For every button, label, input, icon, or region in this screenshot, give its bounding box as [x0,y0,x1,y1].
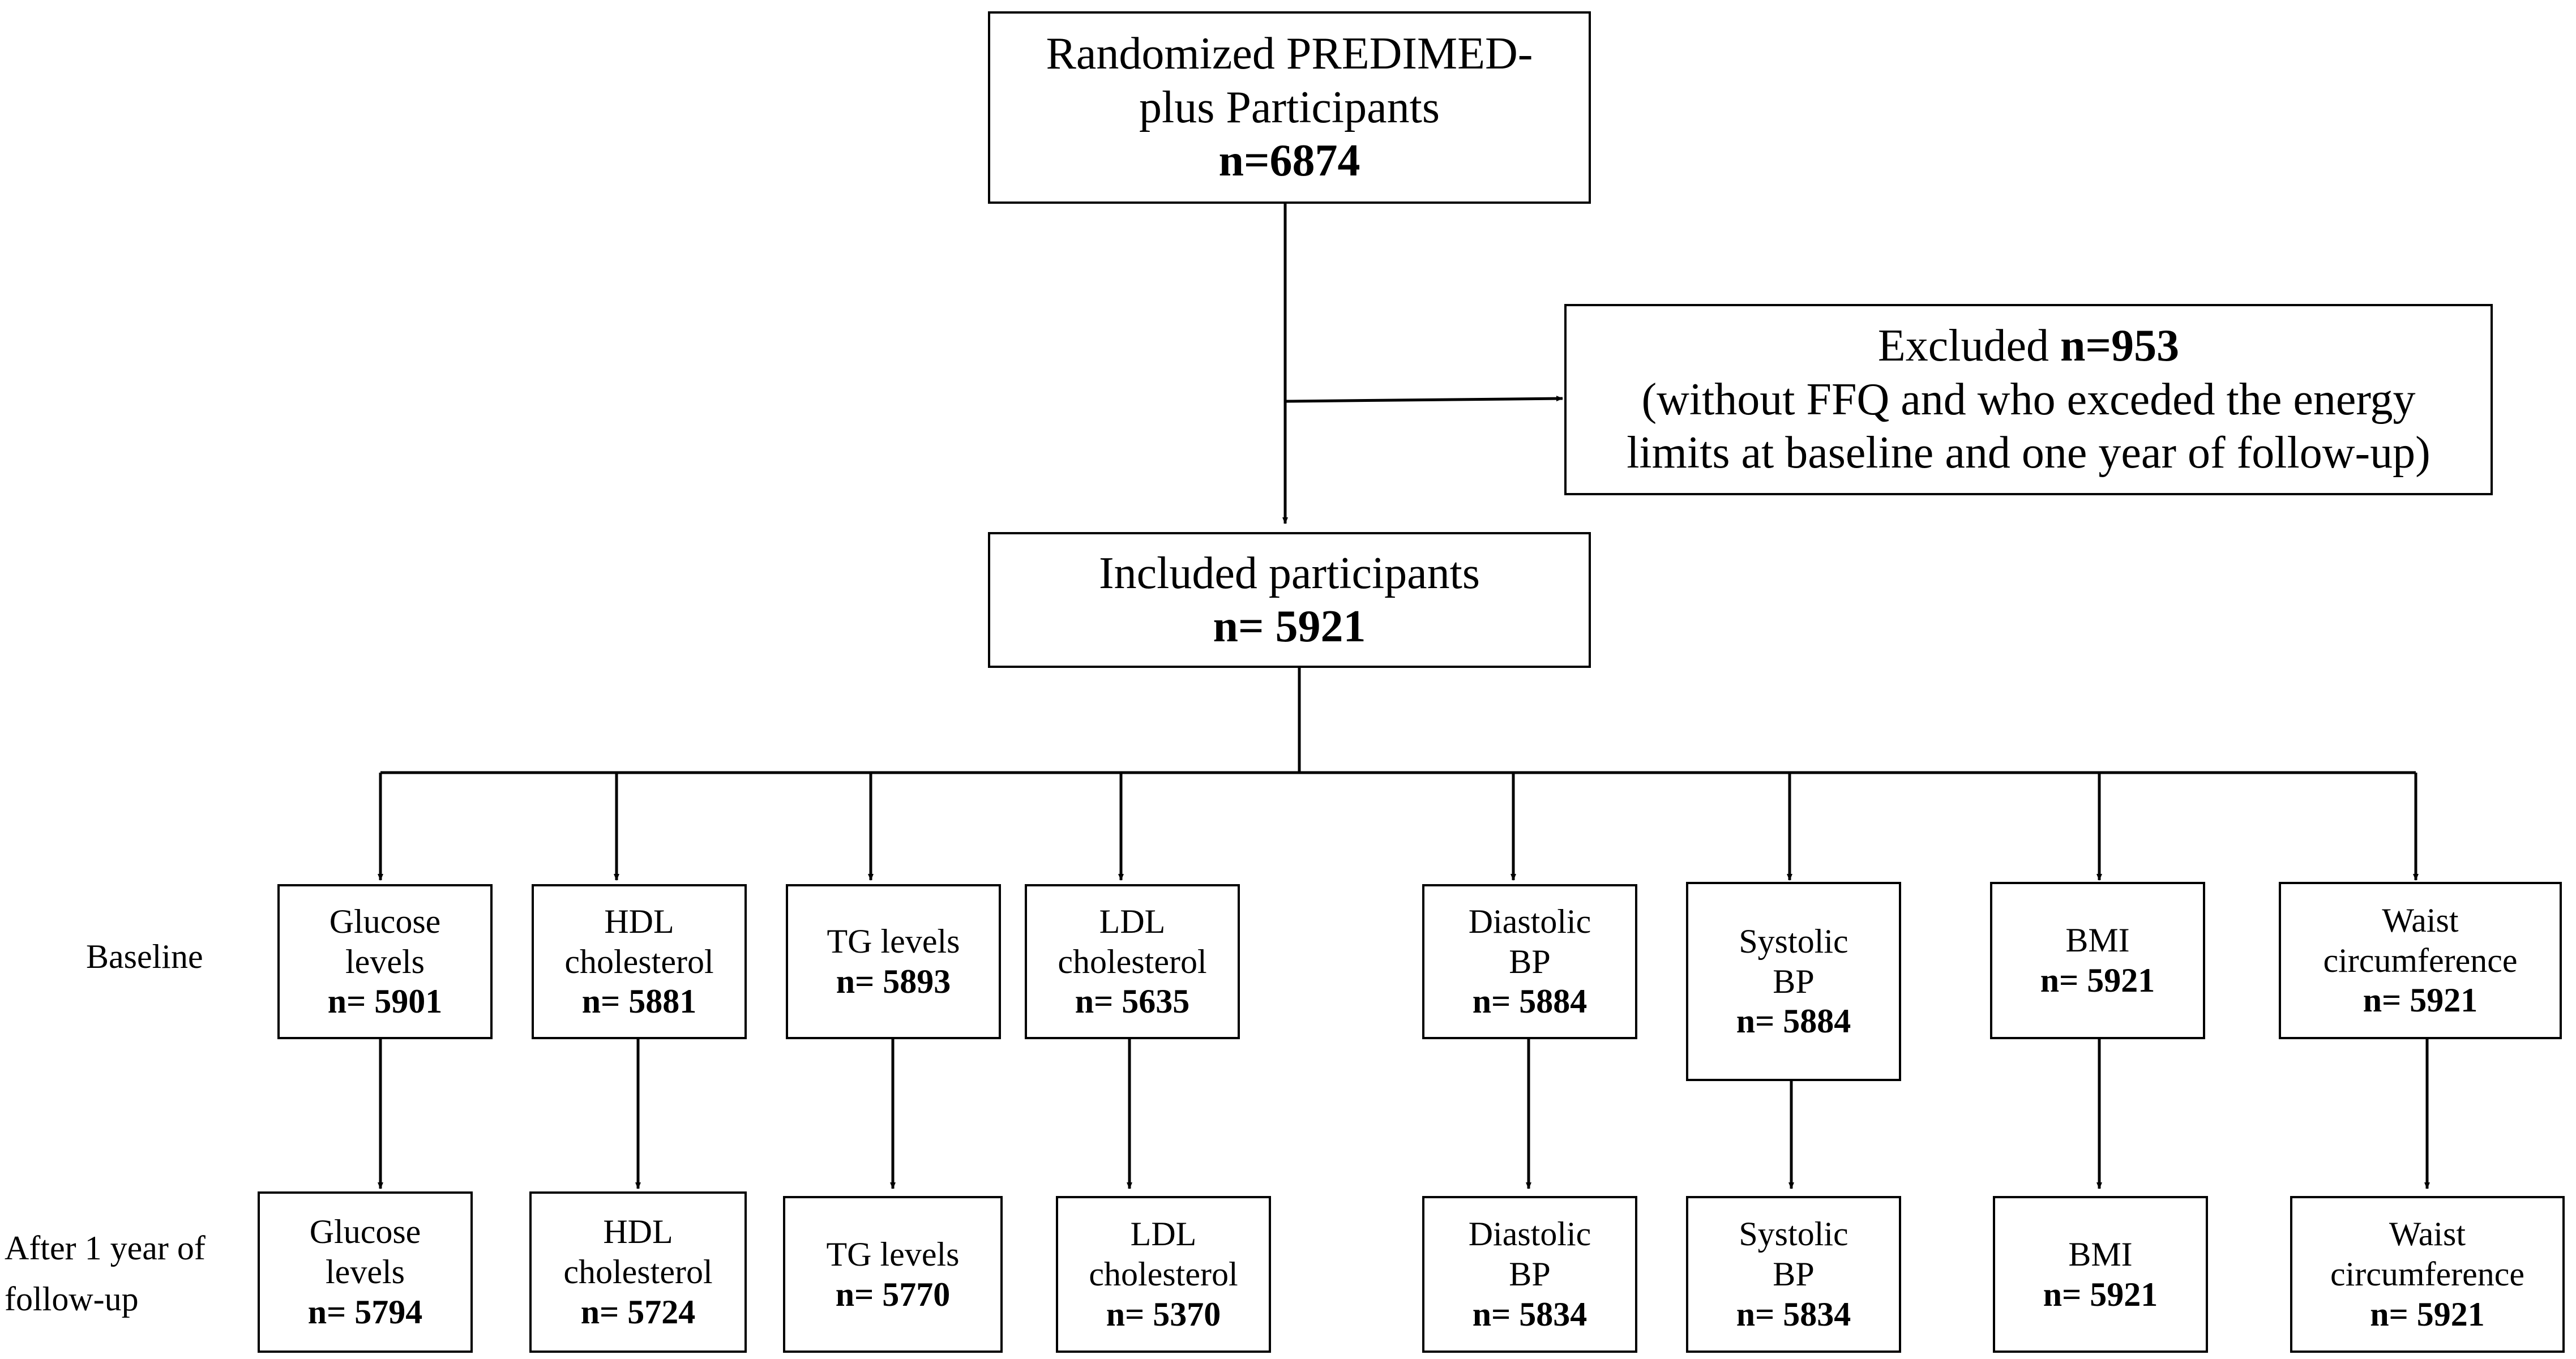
followup-count-4: n= 5370 [1106,1295,1221,1333]
followup-label-5b: BP [1509,1255,1551,1293]
arrow-to-excluded [1285,396,1563,403]
baseline-count-6: n= 5884 [1736,1002,1851,1040]
baseline-label-5b: BP [1509,942,1551,980]
followup-count-3: n= 5770 [835,1275,951,1313]
followup-label-7b: BMI [2068,1235,2133,1273]
excluded-count: n=953 [2060,321,2180,371]
excluded-label: Excluded [1877,321,2049,371]
top-line2: plus Participants [1139,82,1440,132]
baseline-box-waist: Waist circumference n= 5921 [2279,882,2562,1039]
baseline-box-diastolic: Diastolic BP n= 5884 [1422,884,1637,1039]
baseline-label-8b: circumference [2323,941,2518,979]
baseline-label-4b: cholesterol [1058,942,1207,980]
excluded-box: Excluded n=953 (without FFQ and who exce… [1564,304,2493,495]
baseline-box-bmi: BMI n= 5921 [1990,882,2205,1039]
top-count: n=6874 [1218,136,1360,186]
randomized-participants-box: Randomized PREDIMED- plus Participants n… [988,11,1591,204]
excluded-line: Excluded n=953 [1878,319,2179,372]
followup-box-systolic: Systolic BP n= 5834 [1686,1196,1901,1353]
baseline-box-ldl: LDL cholesterol n= 5635 [1025,884,1240,1039]
followup-count-7: n= 5921 [2043,1275,2158,1313]
baseline-label-5a: Diastolic [1468,902,1591,940]
followup-label-5a: Diastolic [1468,1215,1591,1253]
followup-label-line2: follow-up [5,1280,139,1318]
top-line1: Randomized PREDIMED- [1046,29,1533,79]
followup-count-6: n= 5834 [1736,1295,1851,1333]
baseline-label-4a: LDL [1099,902,1166,940]
followup-label-3b: TG levels [826,1235,960,1273]
followup-box-glucose: Glucose levels n= 5794 [258,1191,473,1353]
followup-box-diastolic: Diastolic BP n= 5834 [1422,1196,1637,1353]
followup-label-4a: LDL [1130,1215,1197,1253]
followup-label-4b: cholesterol [1089,1255,1238,1293]
followup-row-label: After 1 year of follow-up [5,1223,206,1324]
baseline-label-7b: BMI [2065,921,2130,959]
baseline-count-5: n= 5884 [1472,983,1587,1021]
baseline-count-8: n= 5921 [2363,981,2478,1019]
baseline-box-tg: TG levels n= 5893 [786,884,1001,1039]
followup-label-8a: Waist [2389,1215,2466,1253]
baseline-count-4: n= 5635 [1075,983,1190,1021]
baseline-label-2b: cholesterol [564,942,714,980]
followup-label-line1: After 1 year of [5,1229,206,1267]
baseline-label-6a: Systolic [1739,922,1848,960]
followup-count-1: n= 5794 [307,1293,423,1331]
baseline-count-7: n= 5921 [2040,962,2155,999]
followup-count-2: n= 5724 [580,1293,696,1331]
included-count: n= 5921 [1213,602,1366,651]
baseline-box-systolic: Systolic BP n= 5884 [1686,882,1901,1081]
excluded-detail1: (without FFQ and who exceded the energy [1641,374,2416,425]
baseline-label-3b: TG levels [827,923,960,961]
followup-box-ldl: LDL cholesterol n= 5370 [1056,1196,1271,1353]
excluded-detail2: limits at baseline and one year of follo… [1627,428,2430,478]
baseline-count-3: n= 5893 [836,963,951,1000]
baseline-count-1: n= 5901 [327,983,443,1021]
baseline-label-1b: levels [345,942,425,980]
followup-box-hdl: HDL cholesterol n= 5724 [529,1191,747,1353]
baseline-box-glucose: Glucose levels n= 5901 [277,884,493,1039]
followup-label-2b: cholesterol [563,1253,713,1291]
included-label: Included participants [1098,548,1480,598]
included-participants-box: Included participants n= 5921 [988,532,1591,668]
followup-box-waist: Waist circumference n= 5921 [2290,1196,2565,1353]
followup-label-1a: Glucose [309,1213,421,1251]
followup-box-tg: TG levels n= 5770 [783,1196,1003,1353]
followup-box-bmi: BMI n= 5921 [1993,1196,2208,1353]
followup-count-5: n= 5834 [1472,1295,1587,1333]
baseline-label-1a: Glucose [329,902,441,940]
followup-label-2a: HDL [603,1213,673,1251]
baseline-box-hdl: HDL cholesterol n= 5881 [532,884,747,1039]
followup-count-8: n= 5921 [2370,1295,2485,1333]
followup-label-6a: Systolic [1739,1215,1848,1253]
baseline-label-8a: Waist [2382,901,2459,939]
followup-label-8b: circumference [2330,1255,2525,1293]
followup-label-6b: BP [1773,1255,1815,1293]
baseline-count-2: n= 5881 [581,983,697,1021]
baseline-label-6b: BP [1773,962,1815,1000]
followup-label-1b: levels [326,1253,405,1291]
baseline-label-2a: HDL [604,902,674,940]
baseline-row-label: Baseline [86,938,203,975]
